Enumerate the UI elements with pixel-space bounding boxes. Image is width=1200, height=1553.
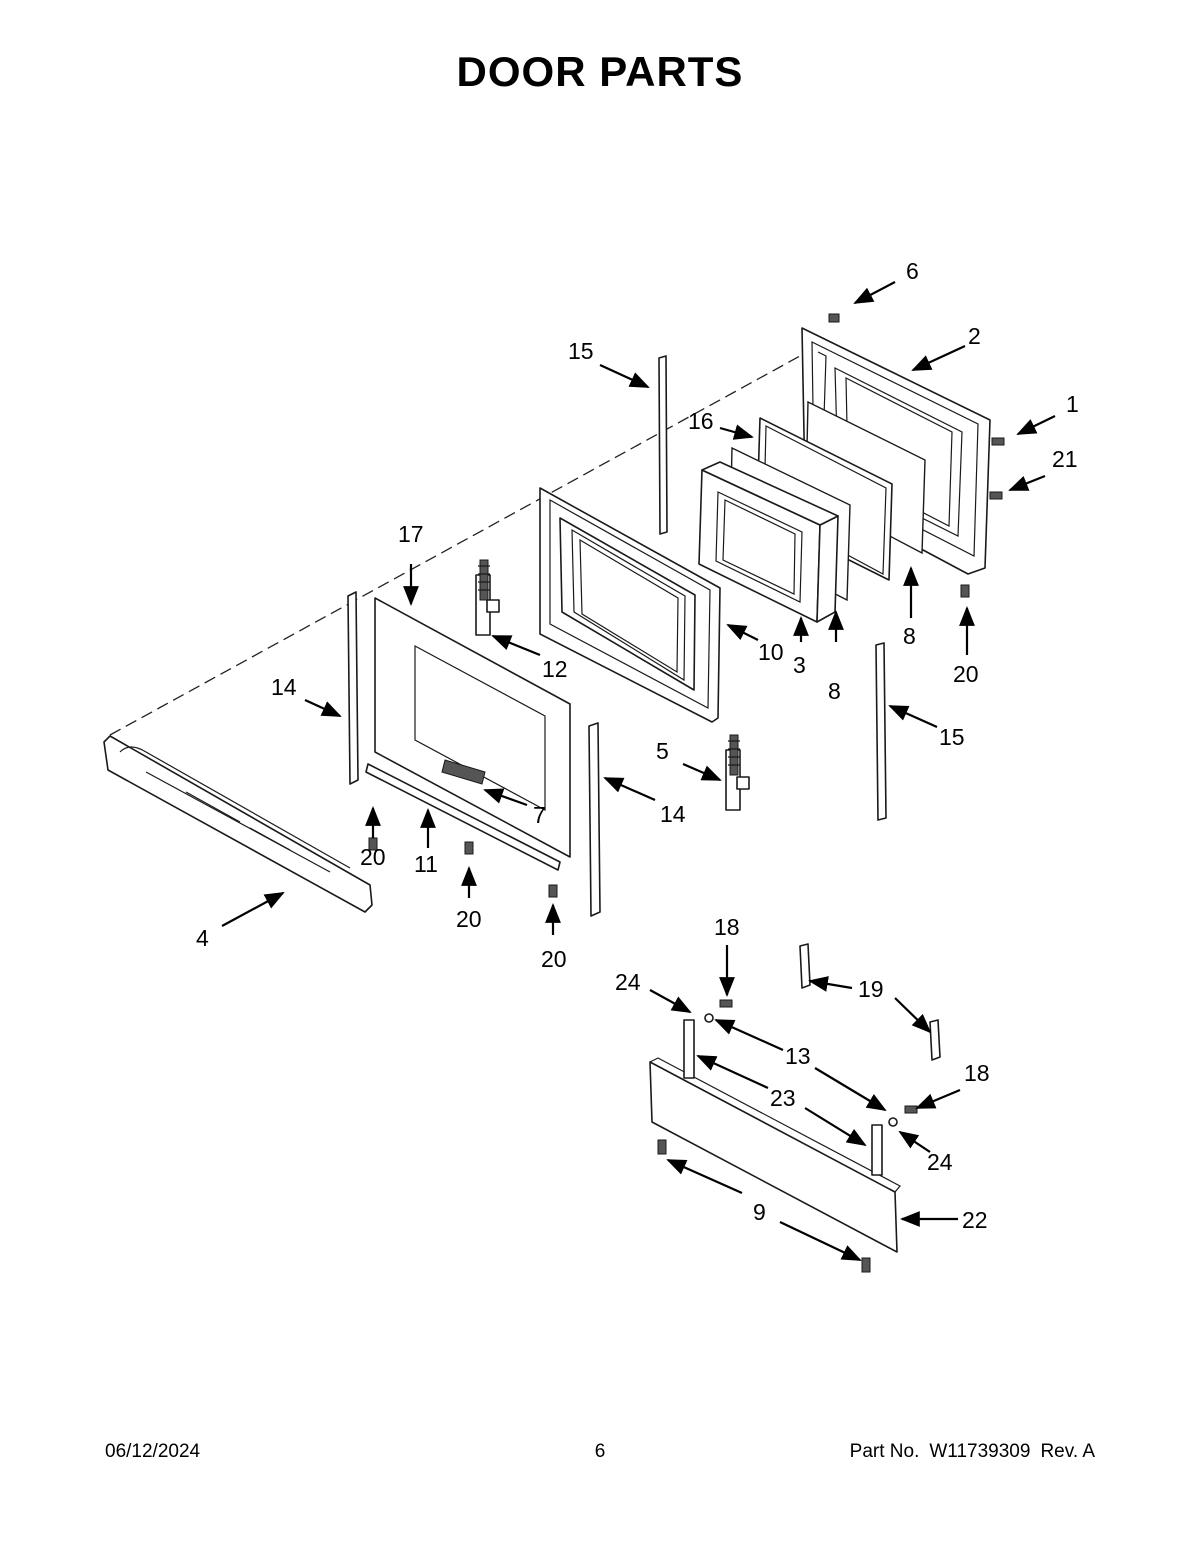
callout-label-2: 2 <box>968 323 981 349</box>
callout-label-3: 3 <box>793 652 806 678</box>
page-title: DOOR PARTS <box>456 48 744 95</box>
part-bottom-trim <box>365 763 561 871</box>
washer-part-24-b <box>888 1117 898 1127</box>
callout-arrows <box>221 281 1056 1261</box>
callout-label-24-upper: 24 <box>615 969 641 995</box>
callout-label-6: 6 <box>906 258 919 284</box>
callout-label-15-upper: 15 <box>568 338 594 364</box>
part-side-trim-left <box>347 591 359 785</box>
footer-part-label: Part No. <box>849 1441 920 1462</box>
screw-part-20-c <box>464 841 474 855</box>
part-door-frame <box>539 487 721 723</box>
callout-label-22: 22 <box>962 1207 988 1233</box>
callout-label-9: 9 <box>753 1199 766 1225</box>
callout-label-20-left: 20 <box>360 844 386 870</box>
part-bracket-lower <box>929 1019 941 1061</box>
part-control-console <box>103 735 373 913</box>
footer-date: 06/12/2024 <box>105 1441 201 1462</box>
callout-label-16: 16 <box>688 408 714 434</box>
callout-label-5: 5 <box>656 738 669 764</box>
washer-part-24-a <box>704 1013 714 1023</box>
callout-label-19: 19 <box>858 976 884 1002</box>
part-bracket-upper <box>799 943 811 989</box>
screw-part-18-a <box>719 999 733 1008</box>
callout-labels: 1 2 3 4 5 6 7 8 8 9 10 11 12 13 14 14 15… <box>196 258 1079 1233</box>
alignment-dashed-line <box>109 344 821 736</box>
callout-label-1: 1 <box>1066 391 1079 417</box>
part-glass-support <box>698 461 839 623</box>
callout-label-20-middle: 20 <box>456 906 482 932</box>
callout-label-8-middle: 8 <box>828 678 841 704</box>
part-gasket-strip-upper <box>658 355 668 535</box>
callout-label-12: 12 <box>542 656 568 682</box>
callout-label-21: 21 <box>1052 446 1078 472</box>
callout-label-11: 11 <box>414 851 438 877</box>
footer-page-number: 6 <box>594 1441 606 1462</box>
screw-part-1 <box>991 437 1005 446</box>
callout-label-4: 4 <box>196 925 209 951</box>
callout-label-14-right: 14 <box>660 801 686 827</box>
callout-label-15-lower: 15 <box>939 724 965 750</box>
screw-group <box>368 313 1005 1273</box>
part-outer-door-glass <box>374 597 571 858</box>
part-hinge-right <box>725 734 750 811</box>
callout-label-24-lower: 24 <box>927 1149 953 1175</box>
callout-label-10: 10 <box>758 639 784 665</box>
screw-part-20-d <box>548 884 558 898</box>
footer-part-info: Part No. W11739309 Rev. A <box>850 1441 1095 1463</box>
part-gasket-strip-lower <box>875 642 887 821</box>
screw-part-20-a <box>960 584 970 598</box>
screw-part-9-a <box>657 1139 667 1155</box>
part-hinge-left <box>475 559 500 636</box>
part-panel-bracket-right <box>871 1124 883 1176</box>
part-panel-bracket-left <box>683 1019 695 1079</box>
callout-label-18-upper: 18 <box>714 914 740 940</box>
screw-part-21 <box>989 491 1003 500</box>
part-kick-panel <box>649 1057 901 1253</box>
screw-part-18-b <box>904 1105 918 1114</box>
screw-part-9-b <box>861 1257 871 1273</box>
callout-label-7: 7 <box>533 802 546 828</box>
callout-label-17: 17 <box>398 521 424 547</box>
footer-revision: Rev. A <box>1040 1441 1095 1462</box>
footer-part-number: W11739309 <box>929 1441 1031 1462</box>
callout-label-20-right: 20 <box>953 661 979 687</box>
callout-label-14-left: 14 <box>271 674 297 700</box>
part-side-trim-right <box>588 722 601 917</box>
callout-label-23: 23 <box>770 1085 796 1111</box>
callout-label-18-lower: 18 <box>964 1060 990 1086</box>
callout-label-20-bottom: 20 <box>541 946 567 972</box>
screw-part-6 <box>828 313 840 323</box>
callout-label-13: 13 <box>785 1043 811 1069</box>
callout-label-8-right: 8 <box>903 623 916 649</box>
